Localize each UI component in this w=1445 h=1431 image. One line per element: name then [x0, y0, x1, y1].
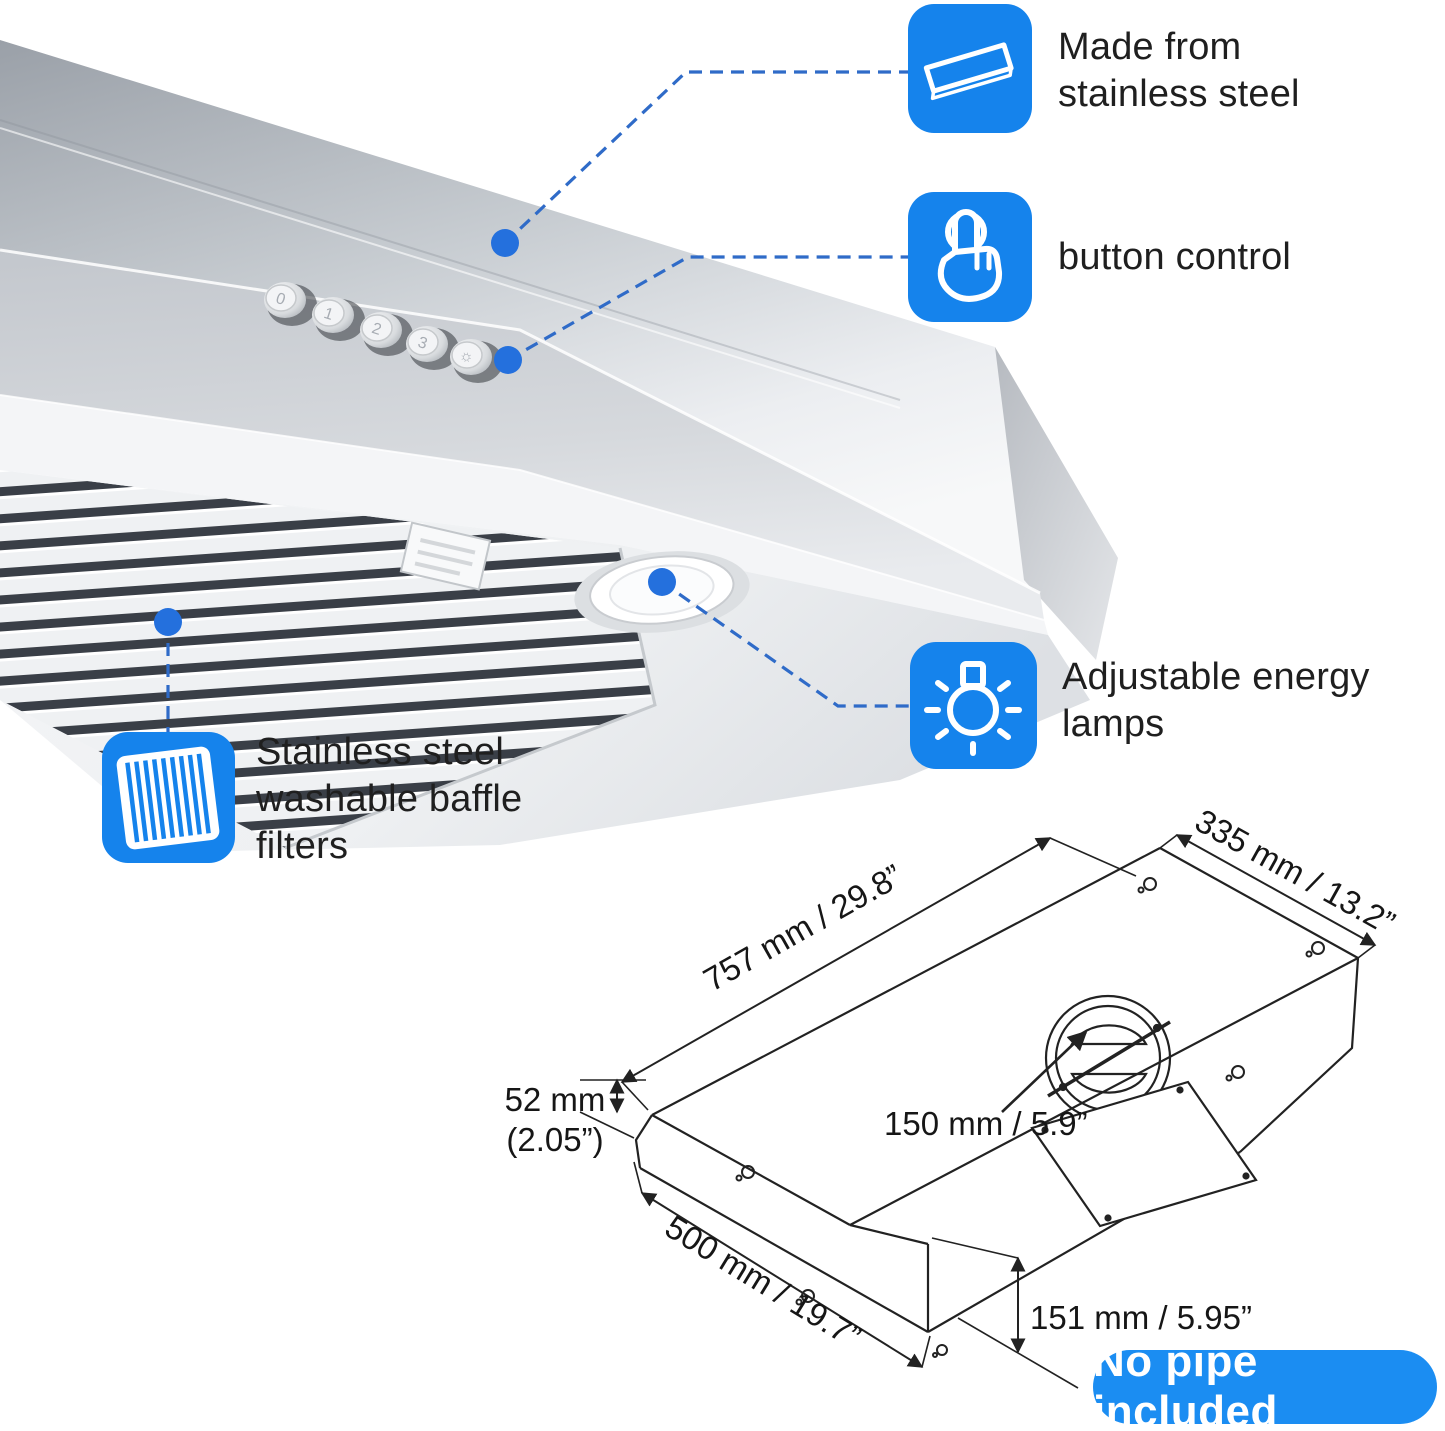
feature-label-lamps: Adjustable energy lamps [1062, 654, 1370, 748]
callouts [166, 70, 910, 732]
dim-label-front-lip: 52 mm (2.05”) [470, 1080, 640, 1160]
button-light-label: ☼ [457, 346, 476, 367]
callout-dots [154, 229, 676, 636]
dim-label-line: (2.05”) [506, 1121, 604, 1158]
hood-top-face [0, 40, 1118, 593]
dim-label-line: 52 mm [504, 1081, 606, 1118]
dim-line-757 [620, 837, 1052, 1083]
range-hood-photo: 0 1 2 3 [0, 40, 1118, 852]
feature-label-filters: Stainless steel washable baffle filters [256, 729, 522, 870]
hood-front-band [0, 395, 1048, 635]
dim-label-duct: 150 mm / 5.9” [884, 1105, 1088, 1142]
callout-dot-filters [154, 608, 182, 636]
feature-label-line: Made from [1058, 26, 1242, 68]
light-bulb-icon [910, 642, 1037, 769]
dim-leader-150 [1001, 1030, 1088, 1113]
feature-label-line: filters [256, 825, 349, 867]
no-pipe-badge-label: No pipe included [1093, 1337, 1278, 1431]
steel-sheet-icon [908, 4, 1032, 133]
dim-line-500 [640, 1192, 924, 1368]
touch-press-icon [908, 192, 1032, 322]
callout-dot-lamp [648, 568, 676, 596]
damper-panel [1030, 1080, 1258, 1228]
hood-button-2: 2 [360, 312, 413, 356]
feature-label-line: lamps [1062, 703, 1165, 745]
feature-icons [102, 4, 1037, 863]
feature-label-line: Adjustable energy [1062, 656, 1370, 698]
callout-line-buttons [507, 255, 908, 362]
dimension-drawing [579, 834, 1377, 1389]
hood-button-3: 3 [406, 326, 459, 370]
product-sticker [399, 521, 492, 591]
feature-label-line: washable baffle [256, 778, 523, 820]
hood-button-0: 0 [264, 282, 317, 326]
hood-button-1: 1 [312, 297, 365, 341]
callout-dot-buttons [494, 346, 522, 374]
hood-button-light: ☼ [450, 339, 503, 383]
duct-outlet [1044, 994, 1172, 1122]
feature-label-line: stainless steel [1058, 73, 1300, 115]
feature-label-stainless: Made from stainless steel [1058, 24, 1300, 118]
dim-line-335 [1175, 834, 1377, 946]
hood-control-buttons: 0 1 2 3 [264, 282, 503, 383]
hood-right-cap [995, 347, 1118, 660]
callout-dot-stainless [491, 229, 519, 257]
hood-control-band [0, 250, 1044, 620]
callout-line-lamp [661, 580, 910, 708]
no-pipe-badge: No pipe included [1093, 1337, 1437, 1431]
feature-label-button-control: button control [1058, 234, 1291, 281]
feature-label-line: Stainless steel [256, 731, 505, 773]
dimension-lines [579, 834, 1377, 1389]
baffle-filter-icon [102, 732, 235, 863]
feature-label-line: button control [1058, 236, 1292, 278]
dim-label-back-height: 151 mm / 5.95” [1030, 1299, 1252, 1336]
